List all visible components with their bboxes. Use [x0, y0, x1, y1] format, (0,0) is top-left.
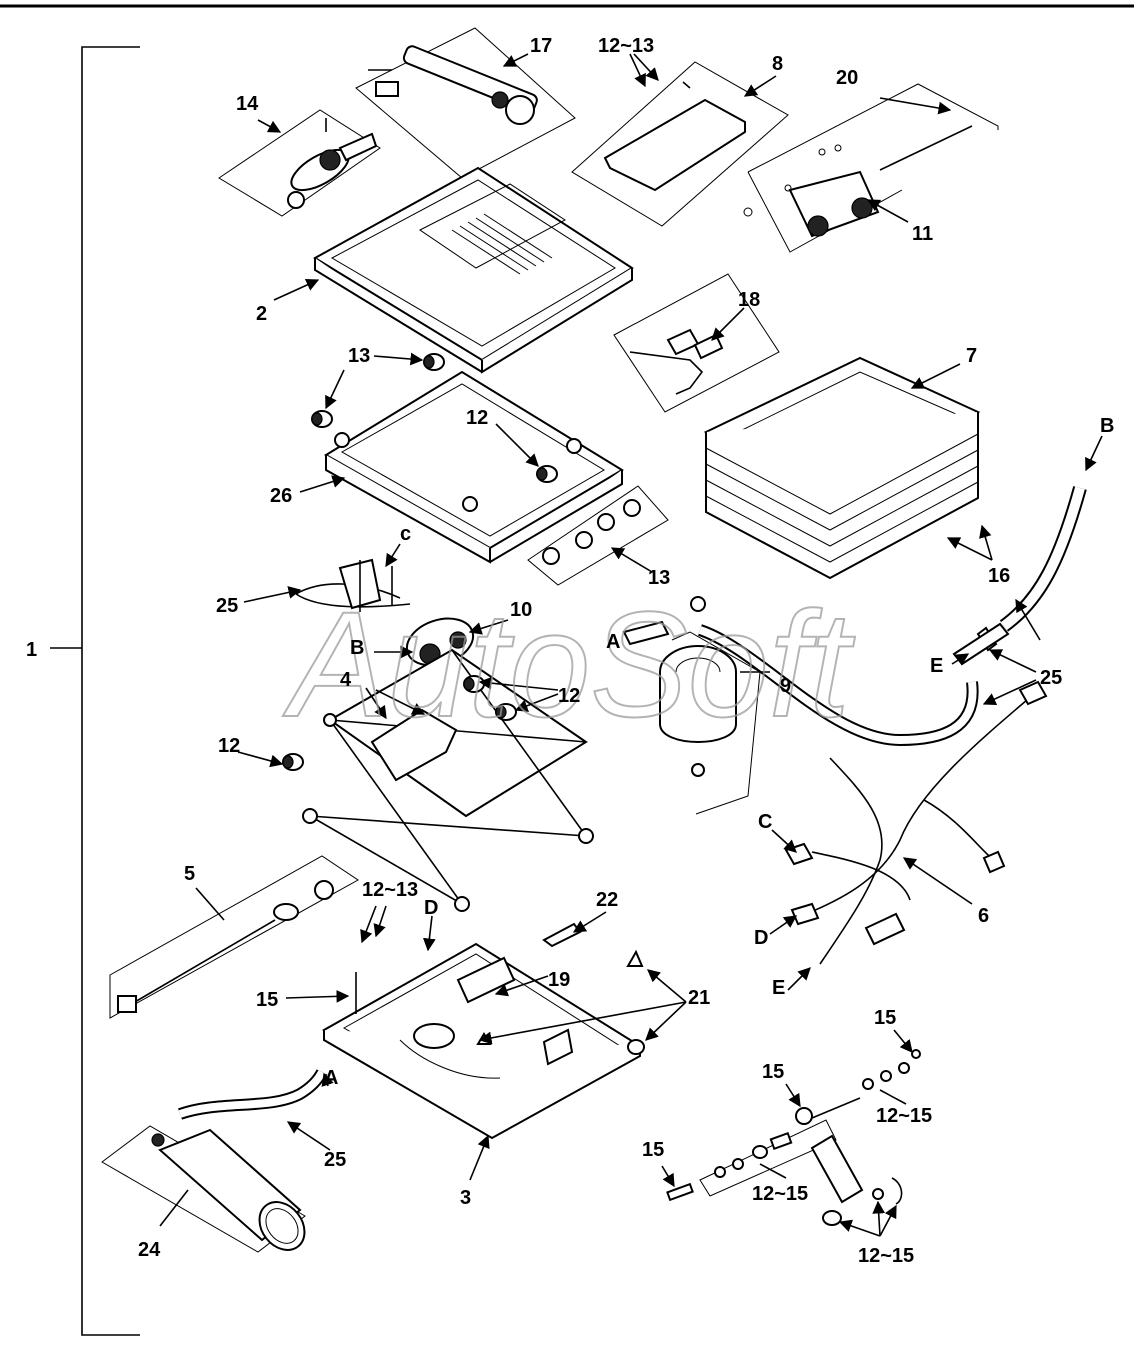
- label-part-24: 24: [138, 1239, 161, 1261]
- label-callout-c: c: [400, 523, 411, 545]
- label-callout-E-mid: E: [930, 655, 943, 677]
- label-part-6: 6: [978, 905, 989, 927]
- label-part-12-15-right: 12~15: [876, 1105, 932, 1127]
- part-13-bushing-set: [527, 485, 669, 586]
- label-part-12-15-left: 12~15: [752, 1183, 808, 1205]
- label-part-4: 4: [340, 669, 352, 691]
- label-part-14: 14: [236, 93, 259, 115]
- label-part-15-bolt: 15: [642, 1139, 664, 1161]
- part-2-upper-frame: [313, 166, 634, 374]
- part-7-bellows: [703, 356, 981, 580]
- label-callout-E-harness: E: [772, 977, 785, 999]
- label-part-3: 3: [460, 1187, 471, 1209]
- label-part-22: 22: [596, 889, 618, 911]
- label-part-26: 26: [270, 485, 292, 507]
- label-part-11: 11: [912, 223, 933, 245]
- label-callout-C: C: [758, 811, 772, 833]
- bushings-upper: [311, 353, 558, 483]
- label-part-1: 1: [26, 639, 37, 661]
- label-part-21: 21: [688, 987, 710, 1009]
- label-part-20: 20: [836, 67, 858, 89]
- part-25-hose-left: [295, 558, 411, 612]
- watermark: AutoSoft: [282, 580, 855, 748]
- label-part-12-valve: 12: [558, 685, 580, 707]
- part-24-air-tank: [101, 1125, 306, 1253]
- label-part-15-shock: 15: [762, 1061, 784, 1083]
- part-4-scissor-linkage: [302, 648, 594, 912]
- label-callout-B-top: B: [1100, 415, 1114, 437]
- label-part-25-lower: 25: [324, 1149, 346, 1171]
- label-part-5: 5: [184, 863, 195, 885]
- label-callout-B-mid: B: [350, 637, 364, 659]
- label-part-17: 17: [530, 35, 552, 57]
- bushings-lower: [282, 675, 517, 771]
- label-part-13-upper: 13: [348, 345, 370, 367]
- part-5-rod-assembly: [109, 855, 359, 1019]
- label-part-12-frame: 12: [466, 407, 488, 429]
- label-callout-D-harness: D: [754, 927, 768, 949]
- part-11-20-rail-adjuster: [743, 83, 999, 253]
- label-part-8: 8: [772, 53, 783, 75]
- label-part-15-base: 15: [256, 989, 278, 1011]
- part-9-air-spring: [622, 596, 761, 815]
- assembly-bracket: [50, 46, 140, 1336]
- part-25-air-hose-lower: [178, 1069, 328, 1120]
- label-part-12-13-top: 12~13: [598, 35, 654, 57]
- part-26-lower-frame: [324, 370, 624, 564]
- label-part-12-13-lower: 12~13: [362, 879, 418, 901]
- label-part-12-scissor: 12: [218, 735, 240, 757]
- label-part-15-top-right: 15: [874, 1007, 896, 1029]
- label-part-7: 7: [966, 345, 977, 367]
- part-8-bracket-plate: [571, 61, 789, 227]
- part-22-pin: [542, 922, 582, 948]
- label-part-16: 16: [988, 565, 1010, 587]
- label-callout-A-mid: A: [606, 631, 620, 653]
- label-part-13-set: 13: [648, 567, 670, 589]
- part-6-wiring-harness: [784, 680, 1048, 965]
- label-part-25-left: 25: [216, 595, 238, 617]
- label-callout-D-base: D: [424, 897, 438, 919]
- label-part-19: 19: [548, 969, 570, 991]
- label-part-9: 9: [780, 675, 791, 697]
- label-callout-A-lower: A: [324, 1067, 338, 1089]
- label-part-2: 2: [256, 303, 267, 325]
- label-part-12-15-bottom: 12~15: [858, 1245, 914, 1267]
- part-25-air-hose-right: [697, 486, 1087, 747]
- callout-labels: 1 17 12~13 8 20 14 11 2 18 13 7 12 B 26 …: [26, 35, 1114, 1267]
- label-part-25-right: 25: [1040, 667, 1062, 689]
- part-14-lever-assembly: [218, 109, 381, 217]
- label-part-10: 10: [510, 599, 532, 621]
- leader-lines: [159, 53, 1103, 1237]
- part-17-adjuster-mechanism: [355, 27, 576, 179]
- label-part-18: 18: [738, 289, 760, 311]
- part-15-shock-absorber: [666, 1049, 921, 1226]
- part-3-base-frame: [321, 942, 645, 1140]
